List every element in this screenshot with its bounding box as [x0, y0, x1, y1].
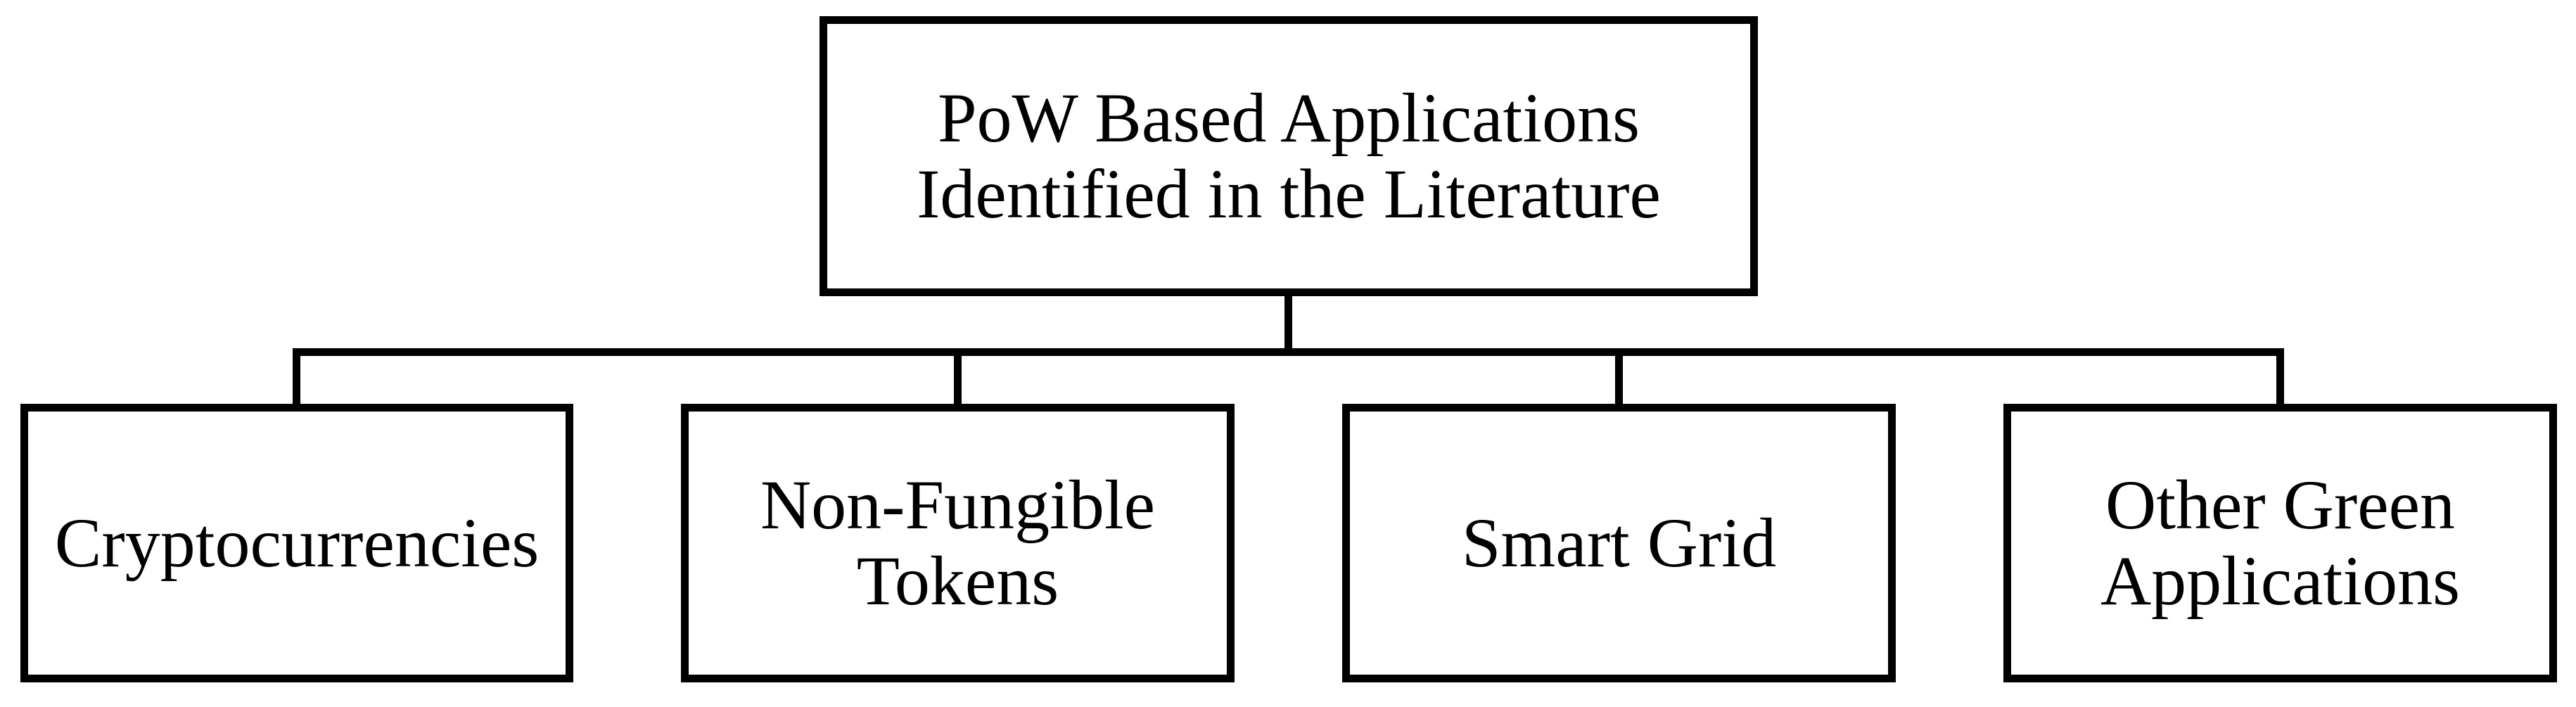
child-node-smart-grid: Smart Grid: [1342, 404, 1896, 682]
child-node-label-other-green-applications: Other Green Applications: [2100, 466, 2461, 620]
child-node-cryptocurrencies: Cryptocurrencies: [20, 404, 573, 682]
child-node-non-fungible-tokens: Non-Fungible Tokens: [681, 404, 1235, 682]
child-node-label-cryptocurrencies: Cryptocurrencies: [54, 504, 540, 582]
connector-root-drop-line: [1284, 296, 1292, 356]
connector-stub-non-fungible-tokens: [954, 348, 962, 404]
child-node-other-green-applications: Other Green Applications: [2003, 404, 2557, 682]
child-node-label-smart-grid: Smart Grid: [1461, 504, 1777, 582]
root-node-pow-based-applications: PoW Based Applications Identified in the…: [820, 16, 1758, 296]
connector-stub-cryptocurrencies: [293, 348, 300, 404]
connector-stub-other-green-applications: [2276, 348, 2284, 404]
connector-horizontal-bar: [293, 348, 2284, 356]
root-node-label: PoW Based Applications Identified in the…: [917, 79, 1661, 233]
child-node-label-non-fungible-tokens: Non-Fungible Tokens: [760, 466, 1156, 620]
connector-stub-smart-grid: [1615, 348, 1623, 404]
